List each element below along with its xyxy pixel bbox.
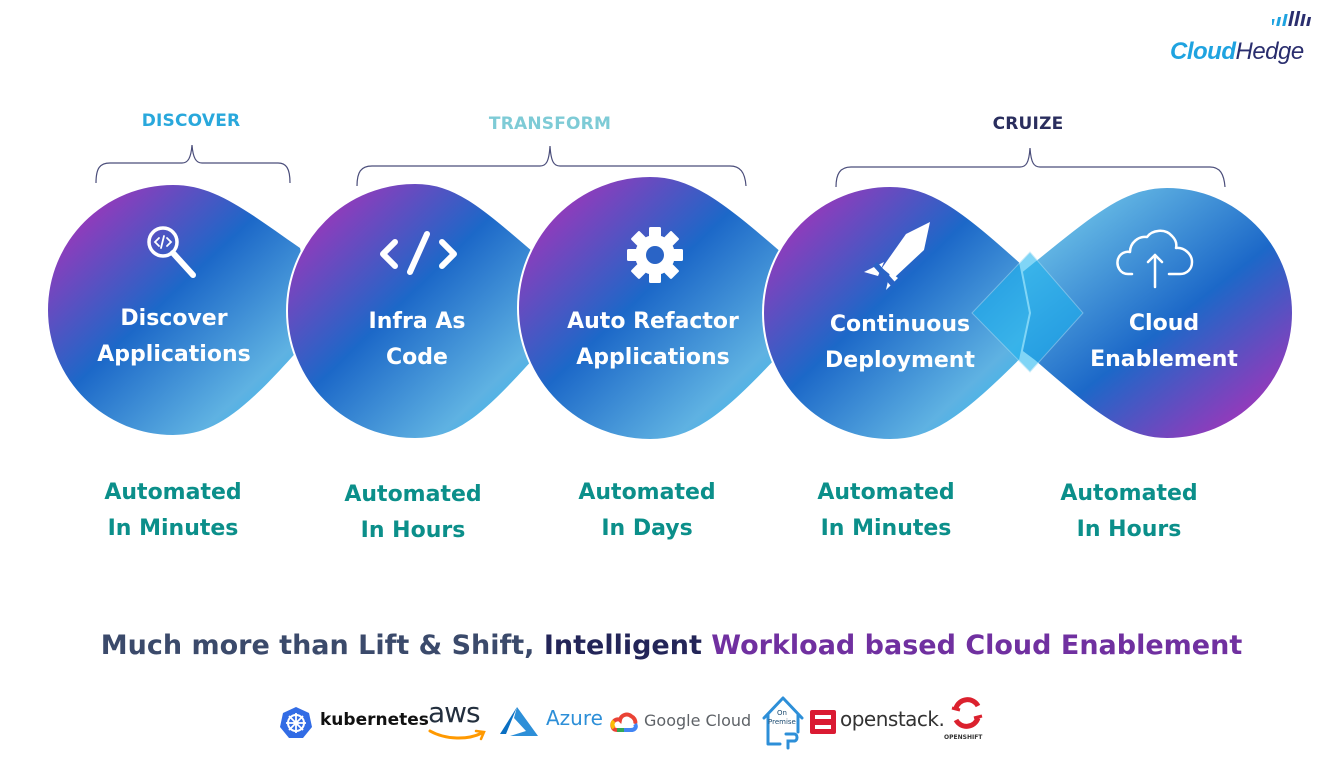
kubernetes-icon <box>280 707 312 738</box>
step-duration-continuous-deployment: Automated In Minutes <box>776 475 996 547</box>
on-premise-label-1: On <box>777 709 787 717</box>
step-title-line: Code <box>386 345 448 370</box>
tagline-part-3: Workload based Cloud Enablement <box>711 630 1243 661</box>
duration-line: Automated <box>1060 481 1198 506</box>
duration-line: Automated <box>104 480 242 505</box>
gear-icon <box>627 227 683 283</box>
step-shape-infra-as-code <box>286 181 554 441</box>
openstack-icon <box>810 710 836 734</box>
step-title-line: Applications <box>97 342 251 367</box>
step-title-auto-refactor: Auto Refactor Applications <box>533 304 773 376</box>
openstack-label: openstack. <box>840 707 945 731</box>
code-icon <box>380 231 457 275</box>
phase-label-transform: TRANSFORM <box>488 114 612 134</box>
cloudhedge-logo: CloudHedge <box>1170 8 1320 68</box>
duration-line: In Minutes <box>820 516 952 541</box>
openshift-label: OPENSHIFT <box>944 734 983 741</box>
phase-label-discover: DISCOVER <box>141 111 241 131</box>
step-title-infra-as-code: Infra As Code <box>297 304 537 376</box>
azure-icon <box>500 707 538 736</box>
step-shape-continuous-deployment <box>762 184 1084 442</box>
step-title-line: Cloud <box>1128 311 1200 336</box>
step-shape-discover <box>48 185 315 435</box>
step-title-line: Applications <box>576 345 730 370</box>
duration-line: In Days <box>601 516 693 541</box>
rocket-icon <box>864 222 930 290</box>
logo-wordmark: CloudHedge <box>1170 38 1304 66</box>
step-title-discover: Discover Applications <box>54 301 294 373</box>
phase-brackets <box>95 144 1226 188</box>
tagline-part-2: Intelligent <box>543 630 702 661</box>
azure-label: Azure <box>546 706 603 730</box>
platform-logos: kubernetes aws Azure Google Cloud On Pre… <box>278 694 998 750</box>
step-title-line: Deployment <box>825 348 975 373</box>
on-premise-label-2: Premise <box>768 718 796 726</box>
duration-line: In Minutes <box>107 516 239 541</box>
phase-label-cruize: CRUIZE <box>992 114 1064 134</box>
logo-signal-bars-icon <box>1272 11 1312 26</box>
step-shape-cloud-enablement <box>972 188 1292 438</box>
bracket-cruize <box>835 147 1226 188</box>
aws-label: aws <box>428 696 481 729</box>
step-title-line: Continuous <box>829 312 971 337</box>
step-title-line: Discover <box>120 306 228 331</box>
step-title-line: Infra As <box>368 309 466 334</box>
step-duration-discover: Automated In Minutes <box>63 475 283 547</box>
on-premise-icon <box>762 696 804 750</box>
tagline-part-1: Much more than Lift & Shift, <box>100 630 535 661</box>
duration-line: Automated <box>817 480 955 505</box>
aws-smile-icon <box>428 729 486 741</box>
google-cloud-icon <box>610 712 638 732</box>
tagline: Much more than Lift & Shift, Intelligent… <box>0 630 1343 661</box>
step-duration-cloud-enablement: Automated In Hours <box>1019 476 1239 548</box>
step-title-line: Enablement <box>1090 347 1238 372</box>
step-shape-auto-refactor <box>517 174 797 442</box>
logo-word-cloud: Cloud <box>1170 38 1236 65</box>
step-duration-auto-refactor: Automated In Days <box>537 475 757 547</box>
bracket-discover <box>95 144 291 184</box>
logo-word-hedge: Hedge <box>1235 38 1304 65</box>
google-cloud-label: Google Cloud <box>644 711 752 730</box>
duration-line: In Hours <box>1076 517 1182 542</box>
openshift-icon <box>951 697 983 729</box>
search-code-icon <box>147 226 196 278</box>
cloud-upload-icon <box>1116 229 1194 289</box>
step-title-cloud-enablement: Cloud Enablement <box>1044 306 1284 378</box>
step-title-continuous-deployment: Continuous Deployment <box>780 307 1020 379</box>
duration-line: In Hours <box>360 518 466 543</box>
duration-line: Automated <box>578 480 716 505</box>
step-duration-infra-as-code: Automated In Hours <box>303 477 523 549</box>
step-title-line: Auto Refactor <box>567 309 739 334</box>
duration-line: Automated <box>344 482 482 507</box>
bracket-transform <box>356 145 747 187</box>
kubernetes-label: kubernetes <box>320 710 429 730</box>
